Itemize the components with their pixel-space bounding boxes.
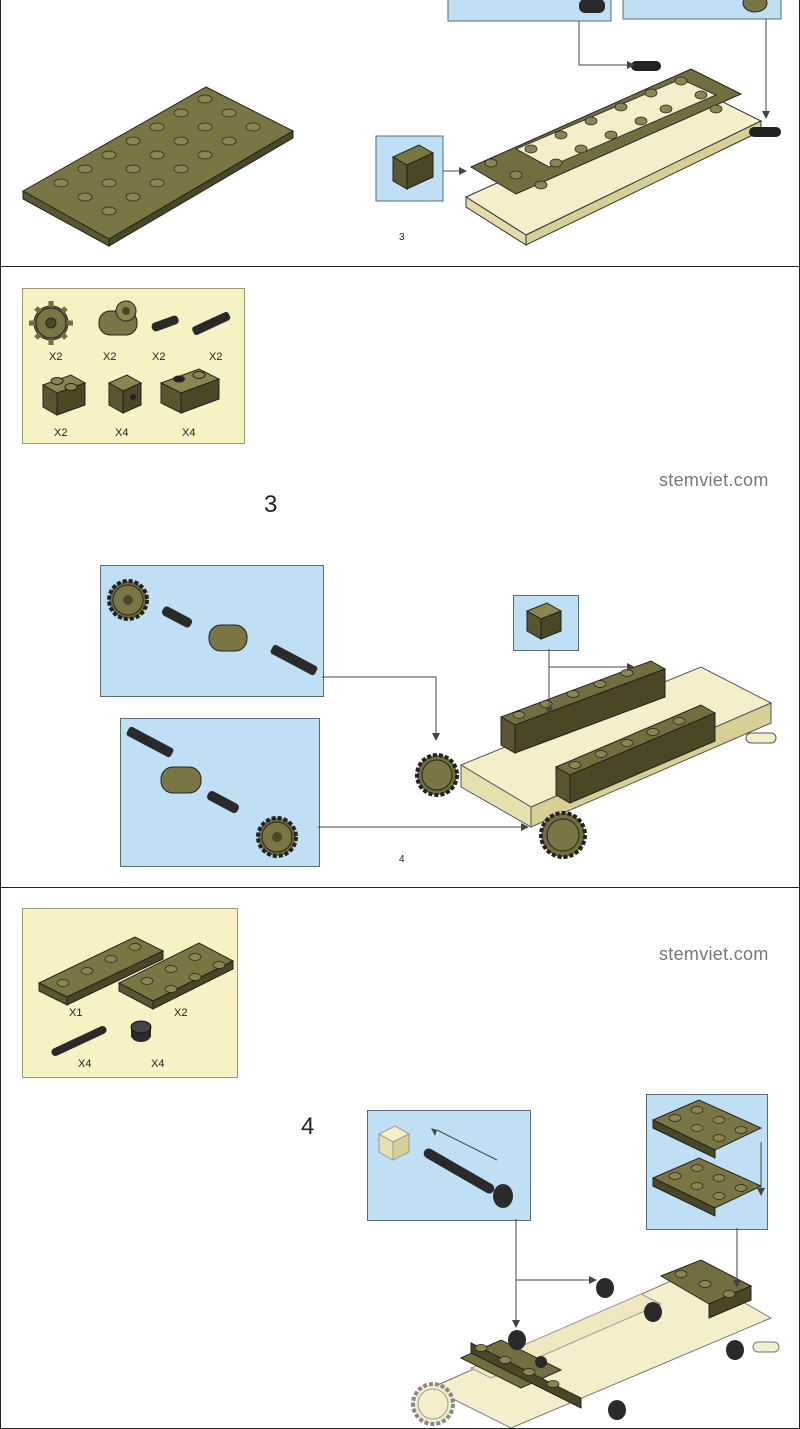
step-number: 3 (264, 491, 278, 518)
bush-icon (130, 1020, 152, 1042)
plate-icon (37, 936, 165, 1006)
instruction-panel-1: 3 (0, 0, 800, 268)
technic-brick-icon (159, 368, 221, 414)
qty-axle: X4 (78, 1058, 92, 1070)
chassis-illustration (415, 660, 777, 859)
cam-connector-icon (98, 300, 138, 336)
olive-plate-illustration (21, 86, 295, 247)
axle-icon (192, 311, 231, 335)
instruction-panel-step-3: X2 X2 X2 X2 X2 X4 X4 stemviet.com 3 (0, 266, 800, 888)
step-number: 4 (301, 1113, 315, 1140)
gear-icon (256, 816, 298, 858)
qty-bush: X4 (151, 1058, 165, 1070)
qty-gear: X2 (49, 351, 63, 363)
watermark: stemviet.com (659, 470, 769, 490)
qty-technic-brick: X4 (182, 427, 196, 439)
axle-icon (51, 1026, 107, 1056)
qty-plate-x2: X2 (174, 1007, 188, 1019)
qty-cam: X2 (103, 351, 117, 363)
step-2-illustration (21, 0, 782, 247)
gear-icon (29, 301, 73, 345)
step-4-illustration (377, 1099, 780, 1428)
pin-connector-icon (151, 315, 179, 332)
callout-connector-top (622, 0, 782, 20)
step-3-illustration (107, 579, 777, 859)
clip-brick-icon (107, 374, 143, 414)
parts-list-step-4: X1 X2 X4 X4 (22, 908, 238, 1078)
parts-list-step-3: X2 X2 X2 X2 X2 X4 X4 (22, 288, 245, 444)
parts-icons (29, 300, 231, 416)
qty-brick: X2 (54, 427, 68, 439)
cam-part (208, 624, 248, 652)
page-number: 4 (399, 854, 405, 865)
brick-icon (41, 374, 87, 416)
gear-icon (107, 579, 149, 621)
parts-icons (37, 936, 235, 1056)
watermark: stemviet.com (659, 944, 769, 964)
callout-axle-top (447, 0, 612, 22)
qty-pin: X2 (152, 351, 166, 363)
qty-axle: X2 (209, 351, 223, 363)
page-number: 3 (399, 232, 405, 243)
chassis-illustration (411, 1259, 780, 1428)
plate-icon (117, 942, 235, 1010)
qty-clip-brick: X4 (115, 427, 129, 439)
frame-assembly-illustration (464, 61, 781, 246)
qty-plate-x1: X1 (69, 1007, 83, 1019)
instruction-panel-step-4: X1 X2 X4 X4 stemviet.com 4 (0, 887, 800, 1429)
